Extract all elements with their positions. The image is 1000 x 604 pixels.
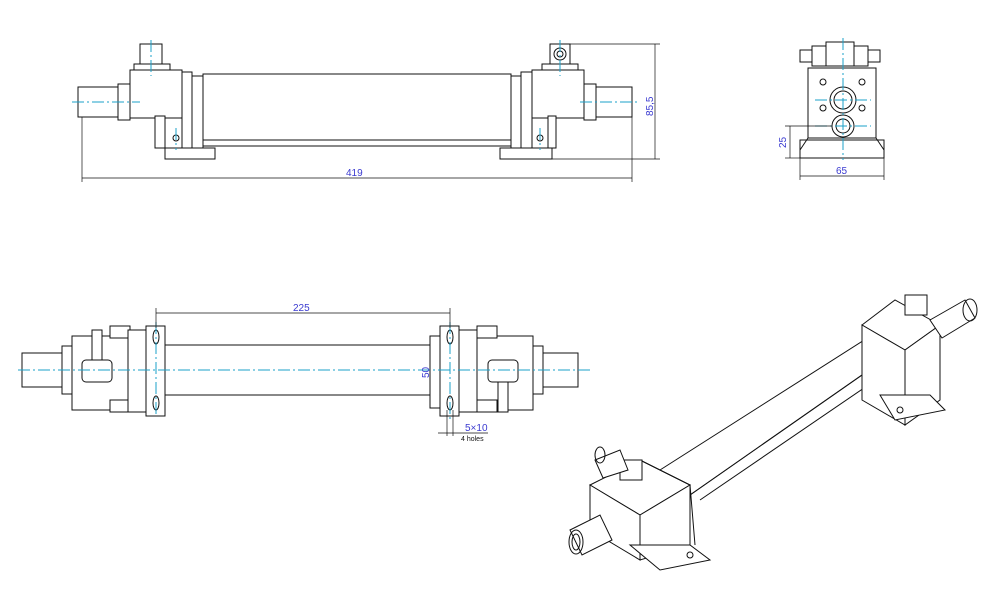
- plan-view: 225 50 5×10 4 holes: [18, 303, 592, 443]
- tube-length-dimension: 225: [293, 303, 310, 314]
- axis-height-dimension: 25: [778, 136, 789, 148]
- overall-length-dimension: 419: [346, 168, 363, 179]
- overall-height-dimension: 85,5: [645, 96, 656, 116]
- mount-width-dimension: 50: [421, 366, 432, 378]
- side-elevation-view: 25 65: [778, 38, 885, 180]
- slot-size-dimension: 5×10: [465, 423, 488, 434]
- base-width-dimension: 65: [836, 166, 848, 177]
- isometric-view: [568, 294, 978, 571]
- slot-quantity-note: 4 holes: [461, 436, 484, 443]
- front-elevation-view: 419 85,5: [72, 40, 660, 182]
